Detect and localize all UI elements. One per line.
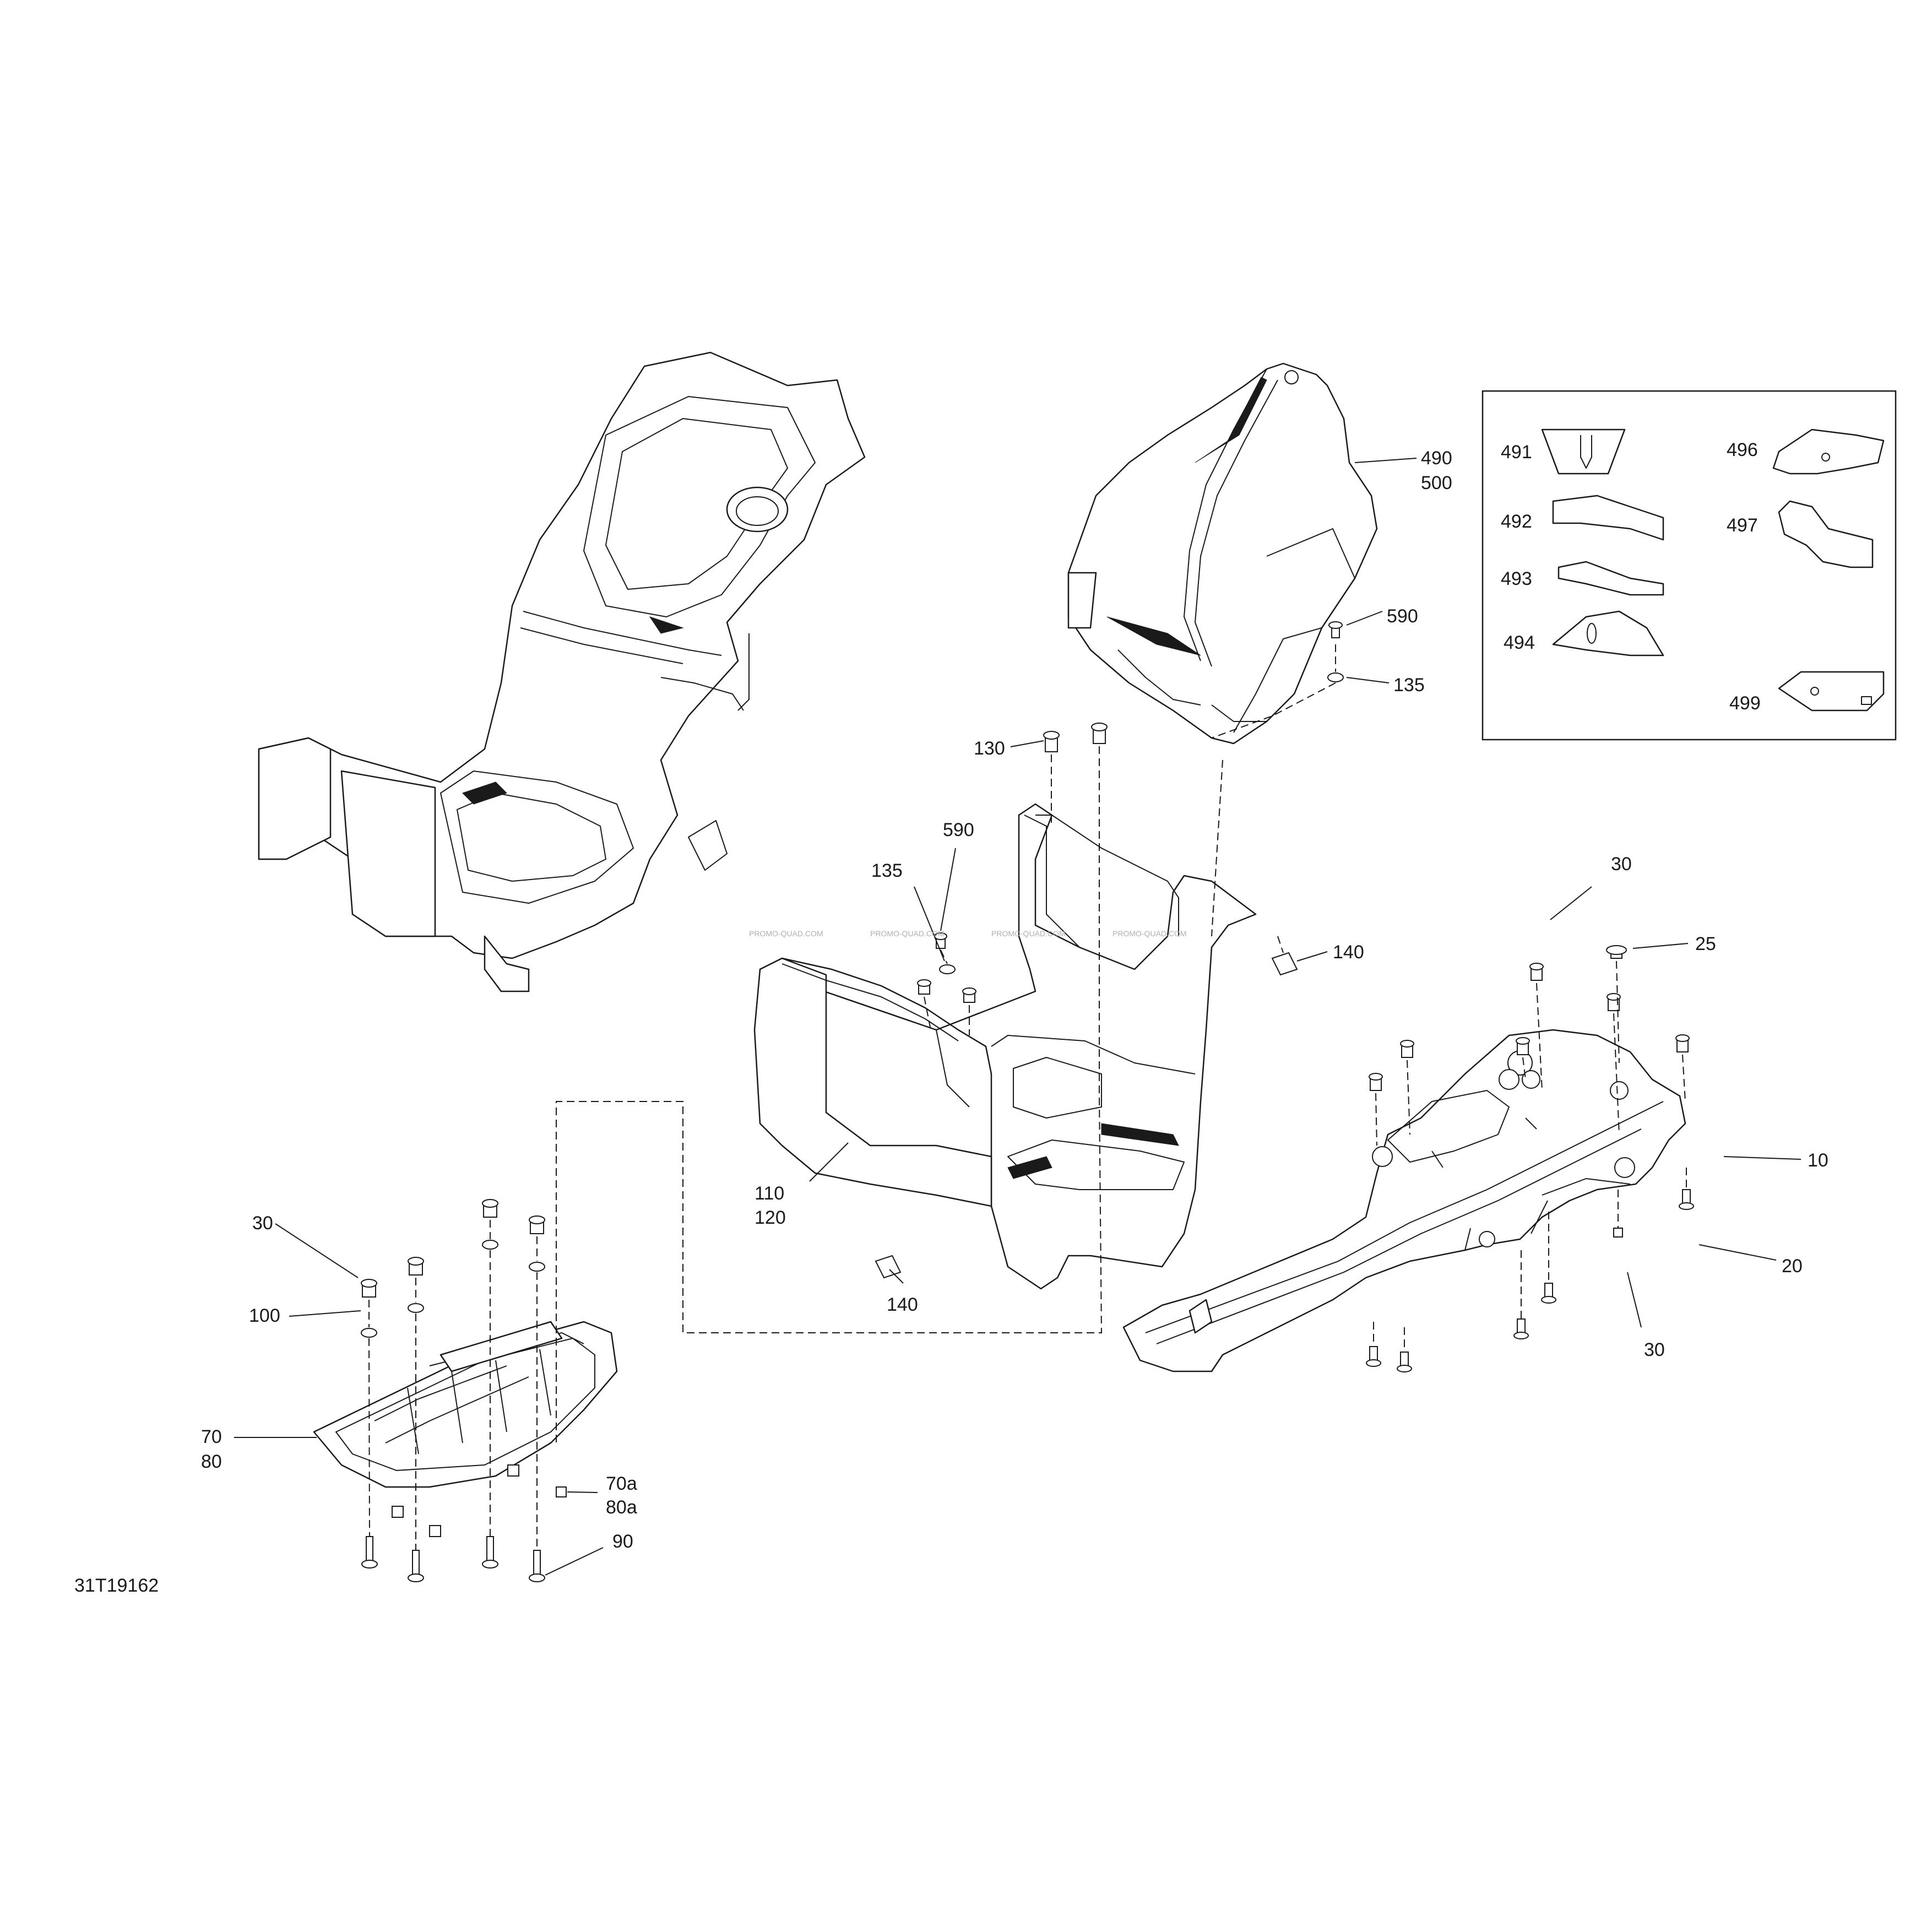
callout-135-panel: 135 <box>1393 675 1425 696</box>
callout-110: 110 <box>755 1183 784 1204</box>
footwell <box>753 803 1257 1290</box>
skid-plate <box>1122 1029 1686 1372</box>
shim-497 <box>1778 500 1874 568</box>
callout-493: 493 <box>1501 568 1532 589</box>
callout-25: 25 <box>1695 934 1716 954</box>
callout-497: 497 <box>1727 515 1758 536</box>
callout-10: 10 <box>1808 1150 1828 1171</box>
shim-kit-box <box>1481 390 1897 741</box>
callout-labels: 491 492 493 494 496 497 499 490 500 590 … <box>74 439 1828 1596</box>
callout-30-bottom: 30 <box>1644 1339 1665 1360</box>
callout-492: 492 <box>1501 511 1532 532</box>
alignment-lines <box>368 644 1687 1550</box>
side-panel <box>1067 362 1378 745</box>
callout-494: 494 <box>1504 632 1535 653</box>
callout-30-top: 30 <box>1611 854 1632 875</box>
footrest <box>313 1321 618 1488</box>
shim-499 <box>1778 671 1885 712</box>
callout-590-footwell: 590 <box>943 820 974 840</box>
callout-496: 496 <box>1727 439 1758 460</box>
rear-fender <box>258 351 866 992</box>
watermarks: PROMO-QUAD.COM PROMO-QUAD.COM PROMO-QUAD… <box>749 929 1187 938</box>
watermark-4: PROMO-QUAD.COM <box>1112 929 1187 938</box>
callout-80: 80 <box>201 1451 222 1472</box>
shim-491 <box>1541 428 1626 475</box>
callout-135-footwell: 135 <box>871 860 903 881</box>
callout-30-footrest: 30 <box>252 1213 273 1234</box>
callout-590-panel: 590 <box>1387 606 1418 627</box>
callout-130: 130 <box>974 738 1005 759</box>
callout-499: 499 <box>1729 693 1761 714</box>
callout-120: 120 <box>755 1207 786 1228</box>
callout-90: 90 <box>612 1531 633 1552</box>
shim-493 <box>1557 561 1664 596</box>
callout-491: 491 <box>1501 442 1532 463</box>
watermark-3: PROMO-QUAD.COM <box>991 929 1066 938</box>
callout-140-lower: 140 <box>887 1294 918 1315</box>
leader-lines <box>234 458 1801 1576</box>
watermark-2: PROMO-QUAD.COM <box>870 929 945 938</box>
callout-100: 100 <box>249 1305 280 1326</box>
shim-492 <box>1552 495 1664 541</box>
callout-500: 500 <box>1421 473 1452 493</box>
diagram-id: 31T19162 <box>74 1575 159 1596</box>
callout-70a: 70a <box>606 1473 637 1494</box>
watermark-1: PROMO-QUAD.COM <box>749 929 823 938</box>
shim-494 <box>1552 610 1664 656</box>
callout-80a: 80a <box>606 1497 637 1518</box>
shim-496 <box>1772 428 1885 475</box>
hardware <box>361 621 1694 1582</box>
callout-70: 70 <box>201 1426 222 1447</box>
callout-140-right: 140 <box>1333 942 1364 963</box>
callout-20: 20 <box>1782 1256 1803 1277</box>
callout-490: 490 <box>1421 448 1452 469</box>
